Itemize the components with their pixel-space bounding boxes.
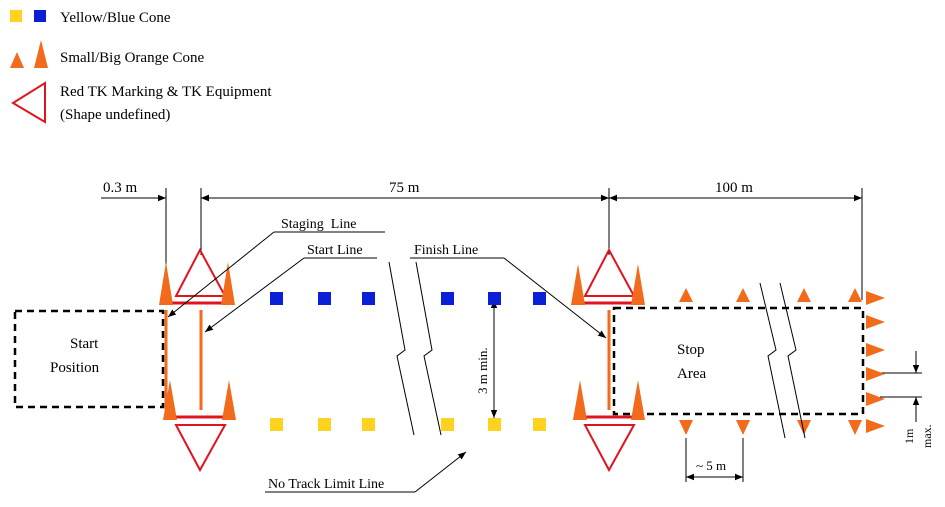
break-symbol-stop-right [779,282,806,439]
blue-cone-icon [270,292,283,305]
dimension-width-label: 3 m min. [475,347,490,394]
yellow-cone-icon [362,418,375,431]
stop-area-label-line2: Area [677,366,706,382]
break-symbol-track-right [415,261,442,436]
small-orange-cone-icon [848,420,862,435]
blue-cone-icon [533,292,546,305]
small-orange-cone-icon [679,420,693,435]
big-orange-cone-icon [631,264,645,305]
yellow-cone-icon [441,418,454,431]
dimension-track-length-label: 75 m [389,180,420,196]
stop-area [612,306,865,416]
legend-blue-cone-icon [34,10,46,22]
legend-big-orange-cone-icon [34,40,48,68]
orange-lines [164,310,611,410]
tk-marking-finish-bottom [583,424,636,473]
tk-marking-start-bottom [174,424,227,473]
yellow-cone-icon [533,418,546,431]
break-symbol-track-left [388,261,415,436]
start-position-label-line1: Start [70,336,99,352]
legend-red-tk-label-line1: Red TK Marking & TK Equipment [60,84,272,100]
big-orange-cone-icon [221,262,235,305]
legend-red-tk-label-line2: (Shape undefined) [60,107,170,123]
small-orange-cone-icon [797,288,811,302]
break-symbols [388,261,806,439]
tk-bars [172,301,638,419]
staging-line-label: Staging Line [281,217,356,232]
finish-line-callout-leader [503,257,607,339]
big-orange-cone-icon [571,264,585,305]
big-orange-cone-icon [159,262,173,305]
callouts [167,231,607,493]
big-orange-cones [159,262,645,420]
blue-cone-icon [318,292,331,305]
legend-orange-label: Small/Big Orange Cone [60,50,204,66]
small-orange-cone-icon [866,291,885,305]
dimension-stop-length-label: 100 m [715,180,753,196]
dimension-lines [101,188,922,482]
blue-cone-icon [362,292,375,305]
dimension-cone-spacing-label: ~ 5 m [696,458,726,473]
yellow-cones [270,418,546,431]
legend-yellow-blue-label: Yellow/Blue Cone [60,10,171,26]
legend: Yellow/Blue Cone Small/Big Orange Cone R… [10,10,272,124]
start-line-callout-leader [204,257,305,333]
small-orange-cone-icon [679,288,693,302]
no-track-limit-label: No Track Limit Line [268,477,384,492]
blue-cone-icon [488,292,501,305]
finish-line-label: Finish Line [414,243,478,258]
small-orange-cone-icon [866,315,885,329]
small-orange-cone-icon [866,343,885,357]
dimension-gap-label-max: max. [920,424,934,448]
stop-area-small-cones [679,288,885,435]
small-orange-cone-icon [736,288,750,302]
staging-line-callout-leader [167,231,275,318]
tk-marking-start-top [174,247,227,297]
small-orange-cone-icon [866,367,885,381]
break-symbol-stop-left [759,282,786,439]
stop-area-label-line1: Stop [677,342,705,358]
yellow-cone-icon [318,418,331,431]
small-orange-cone-icon [866,392,885,406]
small-orange-cone-icon [866,419,885,433]
blue-cones [270,292,546,305]
big-orange-cone-icon [222,380,236,420]
no-track-limit-callout-leader [414,451,467,493]
small-orange-cone-icon [797,420,811,435]
tk-markings [174,247,636,473]
tk-marking-finish-top [583,247,636,297]
big-orange-cone-icon [631,380,645,420]
legend-red-tk-marking-icon [11,81,46,124]
yellow-cone-icon [488,418,501,431]
small-orange-cone-icon [736,420,750,435]
big-orange-cone-icon [573,380,587,420]
yellow-cone-icon [270,418,283,431]
small-orange-cone-icon [848,288,862,302]
start-position-area [13,309,165,409]
start-position-label-line2: Position [50,360,100,376]
start-line-label: Start Line [307,243,363,258]
legend-small-orange-cone-icon [10,52,24,68]
blue-cone-icon [441,292,454,305]
dimension-offset-label: 0.3 m [103,180,138,196]
dimension-gap-label-1m: 1m [902,428,916,444]
legend-yellow-cone-icon [10,10,22,22]
big-orange-cone-icon [163,380,177,420]
